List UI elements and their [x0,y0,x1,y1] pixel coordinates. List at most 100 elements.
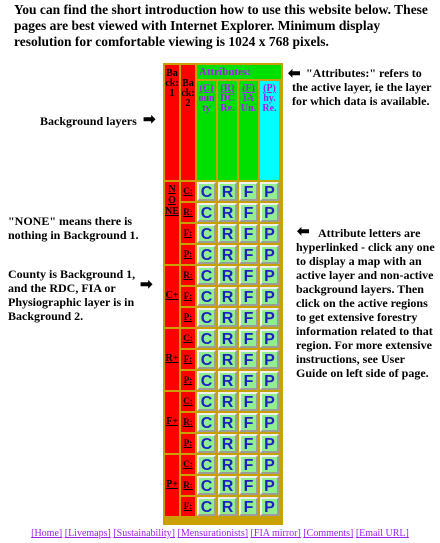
attribute-link-c[interactable]: C [197,371,216,390]
attribute-link-c[interactable]: C [197,329,216,348]
attribute-link-r[interactable]: R [218,287,237,306]
attribute-link-c[interactable]: C [197,497,216,516]
background2-label[interactable]: C: [181,455,195,474]
background2-label[interactable]: R: [181,413,195,432]
attribute-link-r[interactable]: R [218,329,237,348]
attribute-link-f[interactable]: F [239,245,258,264]
footer-link-sustainability[interactable]: [Sustainability] [113,528,175,539]
footer-link-home[interactable]: [Home] [31,528,63,539]
attribute-link-f[interactable]: F [239,371,258,390]
attribute-link-c[interactable]: C [197,413,216,432]
attribute-link-p[interactable]: P [260,497,279,516]
background1-c-plus[interactable]: C+ [165,266,179,327]
attribute-link-r[interactable]: R [218,476,237,495]
attribute-link-f[interactable]: F [239,392,258,411]
attribute-link-r[interactable]: R [218,497,237,516]
background2-label[interactable]: F: [181,497,195,516]
attribute-link-p[interactable]: P [260,245,279,264]
attribute-link-f[interactable]: F [239,455,258,474]
attribute-code[interactable]: (C) [199,83,214,94]
background1-f-plus[interactable]: F+ [165,392,179,453]
attribute-link-f[interactable]: F [239,476,258,495]
attribute-link-r[interactable]: R [218,371,237,390]
attribute-link-c[interactable]: C [197,224,216,243]
attribute-link-c[interactable]: C [197,203,216,222]
attribute-link-f[interactable]: F [239,497,258,516]
background1-p-plus[interactable]: P+ [165,455,179,516]
background2-label[interactable]: F: [181,224,195,243]
attribute-link-p[interactable]: P [260,455,279,474]
attribute-link-r[interactable]: R [218,350,237,369]
background2-label[interactable]: P: [181,245,195,264]
background2-label[interactable]: P: [181,434,195,453]
background2-label[interactable]: P: [181,308,195,327]
attribute-column-f[interactable]: (F) IA Un. [239,81,258,180]
attribute-link-r[interactable]: R [218,413,237,432]
attribute-link-f[interactable]: F [239,434,258,453]
footer-link-mensurationists[interactable]: [Mensurationists] [177,528,249,539]
attribute-link-r[interactable]: R [218,224,237,243]
attribute-link-r[interactable]: R [218,245,237,264]
background1-none[interactable]: NONE [165,182,179,264]
attribute-link-p[interactable]: P [260,371,279,390]
background2-label[interactable]: F: [181,287,195,306]
attribute-link-p[interactable]: P [260,413,279,432]
attribute-link-c[interactable]: C [197,392,216,411]
attribute-link-r[interactable]: R [218,308,237,327]
attribute-link-r[interactable]: R [218,266,237,285]
attribute-link-c[interactable]: C [197,182,216,201]
background2-label[interactable]: R: [181,203,195,222]
attribute-link-p[interactable]: P [260,392,279,411]
attribute-link-p[interactable]: P [260,203,279,222]
attribute-link-r[interactable]: R [218,182,237,201]
attribute-link-c[interactable]: C [197,350,216,369]
attribute-link-p[interactable]: P [260,287,279,306]
attribute-link-p[interactable]: P [260,266,279,285]
background2-label[interactable]: C: [181,182,195,201]
footer-link-comments[interactable]: [Comments] [303,528,354,539]
attribute-column-c[interactable]: (C) ounty [197,81,216,180]
attribute-code[interactable]: (P) [263,83,276,94]
attribute-link-f[interactable]: F [239,224,258,243]
background2-label[interactable]: C: [181,329,195,348]
background2-label[interactable]: R: [181,476,195,495]
background2-label[interactable]: R: [181,266,195,285]
attribute-link-f[interactable]: F [239,350,258,369]
attribute-link-r[interactable]: R [218,392,237,411]
attribute-link-f[interactable]: F [239,329,258,348]
attribute-link-p[interactable]: P [260,434,279,453]
attribute-link-f[interactable]: F [239,413,258,432]
attribute-link-f[interactable]: F [239,182,258,201]
background1-r-plus[interactable]: R+ [165,329,179,390]
attribute-link-c[interactable]: C [197,455,216,474]
attribute-link-p[interactable]: P [260,329,279,348]
footer-link-livemaps[interactable]: [Livemaps] [64,528,111,539]
footer-link-fia-mirror[interactable]: [FIA mirror] [250,528,301,539]
attribute-link-p[interactable]: P [260,476,279,495]
attribute-link-r[interactable]: R [218,203,237,222]
attribute-link-c[interactable]: C [197,266,216,285]
attribute-link-p[interactable]: P [260,224,279,243]
attribute-link-f[interactable]: F [239,266,258,285]
attribute-code[interactable]: (R) [220,83,235,94]
attribute-link-c[interactable]: C [197,434,216,453]
footer-link-email-url[interactable]: [Email URL] [355,528,409,539]
background2-label[interactable]: P: [181,371,195,390]
attribute-link-f[interactable]: F [239,308,258,327]
attribute-link-c[interactable]: C [197,245,216,264]
attribute-column-r[interactable]: (R) DC Re. [218,81,237,180]
attribute-link-p[interactable]: P [260,308,279,327]
attribute-link-p[interactable]: P [260,350,279,369]
attribute-code[interactable]: (F) [242,83,255,94]
background2-label[interactable]: F: [181,350,195,369]
attribute-link-p[interactable]: P [260,182,279,201]
attribute-link-c[interactable]: C [197,308,216,327]
attribute-link-c[interactable]: C [197,287,216,306]
attribute-link-f[interactable]: F [239,203,258,222]
attribute-link-f[interactable]: F [239,287,258,306]
attribute-link-r[interactable]: R [218,434,237,453]
background2-label[interactable]: C: [181,392,195,411]
attribute-link-c[interactable]: C [197,476,216,495]
attribute-column-p[interactable]: (P) hy. Re. [260,81,279,180]
attribute-link-r[interactable]: R [218,455,237,474]
